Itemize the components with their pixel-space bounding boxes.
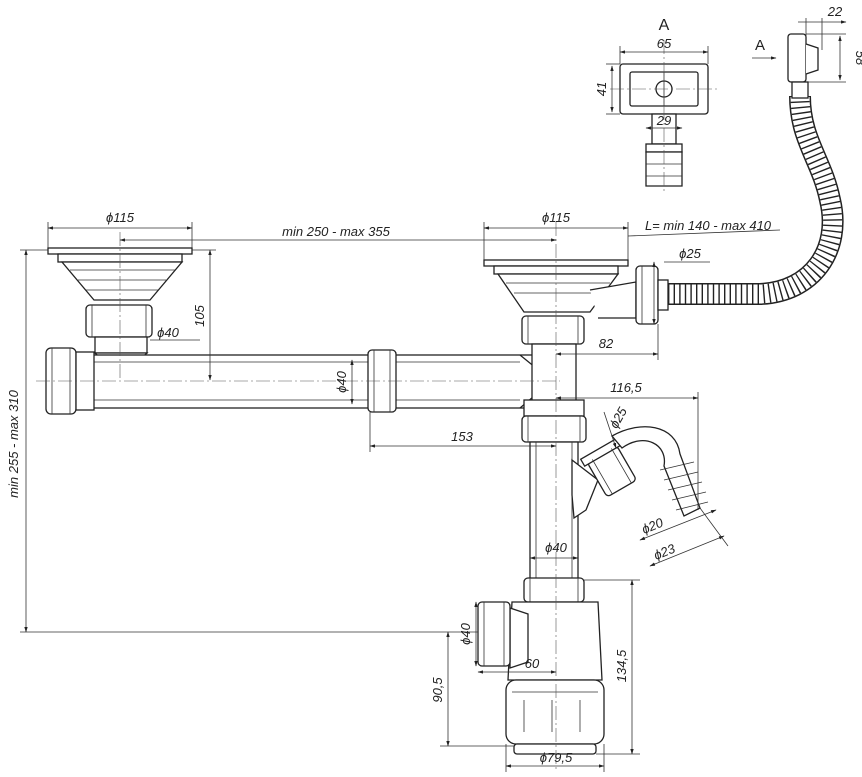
corrugated-overflow-hose	[668, 95, 844, 305]
dim-phi79-5: ϕ79,5	[540, 750, 573, 765]
vertical-pipe	[521, 343, 587, 581]
dim-41: 41	[594, 82, 609, 96]
dim-hose-length: L= min 140 - max 410	[645, 218, 772, 233]
dim-82: 82	[599, 336, 614, 351]
dim-phi23: ϕ23	[651, 541, 677, 563]
dim-105: 105	[192, 304, 207, 326]
dim-height-range: min 255 - max 310	[6, 389, 21, 497]
dim-phi40-left-outlet: ϕ40	[157, 325, 179, 340]
dim-phi25-overflow: ϕ25	[679, 246, 701, 261]
right-strainer-nut	[521, 315, 585, 345]
dim-phi40-horizontal: ϕ40	[334, 370, 349, 392]
dim-phi20: ϕ20	[639, 515, 665, 537]
dim-29: 29	[656, 113, 671, 128]
dim-phi40-side: ϕ40	[458, 622, 473, 644]
view-a-arrow-label: A	[755, 37, 765, 54]
center-lines	[36, 40, 720, 770]
dim-distance-sinks: min 250 - max 355	[282, 224, 390, 239]
dim-153: 153	[451, 429, 473, 444]
view-a-title: A	[659, 17, 670, 34]
dim-58: 58	[853, 51, 862, 66]
dim-116-5: 116,5	[610, 380, 642, 395]
dim-60: 60	[525, 656, 540, 671]
dim-phi25-branch: ϕ25	[606, 404, 630, 431]
dimension-lines	[20, 18, 847, 772]
dim-phi40-vertical: ϕ40	[545, 540, 567, 555]
overflow-grate-side	[787, 33, 819, 99]
side-inlet	[477, 601, 529, 669]
dim-134-5: 134,5	[614, 649, 629, 682]
dim-90-5: 90,5	[430, 677, 445, 703]
dim-phi115-left: ϕ115	[106, 210, 135, 225]
dim-22: 22	[827, 4, 843, 19]
bottle-trap	[505, 577, 605, 755]
dim-phi115-right: ϕ115	[542, 210, 571, 225]
branch-fitting	[571, 426, 709, 520]
dimension-labels: A A 22 65 41 29 58 ϕ115 min 250 - max 35…	[6, 4, 862, 765]
dim-65: 65	[657, 36, 672, 51]
horizontal-connecting-pipe	[45, 347, 554, 415]
